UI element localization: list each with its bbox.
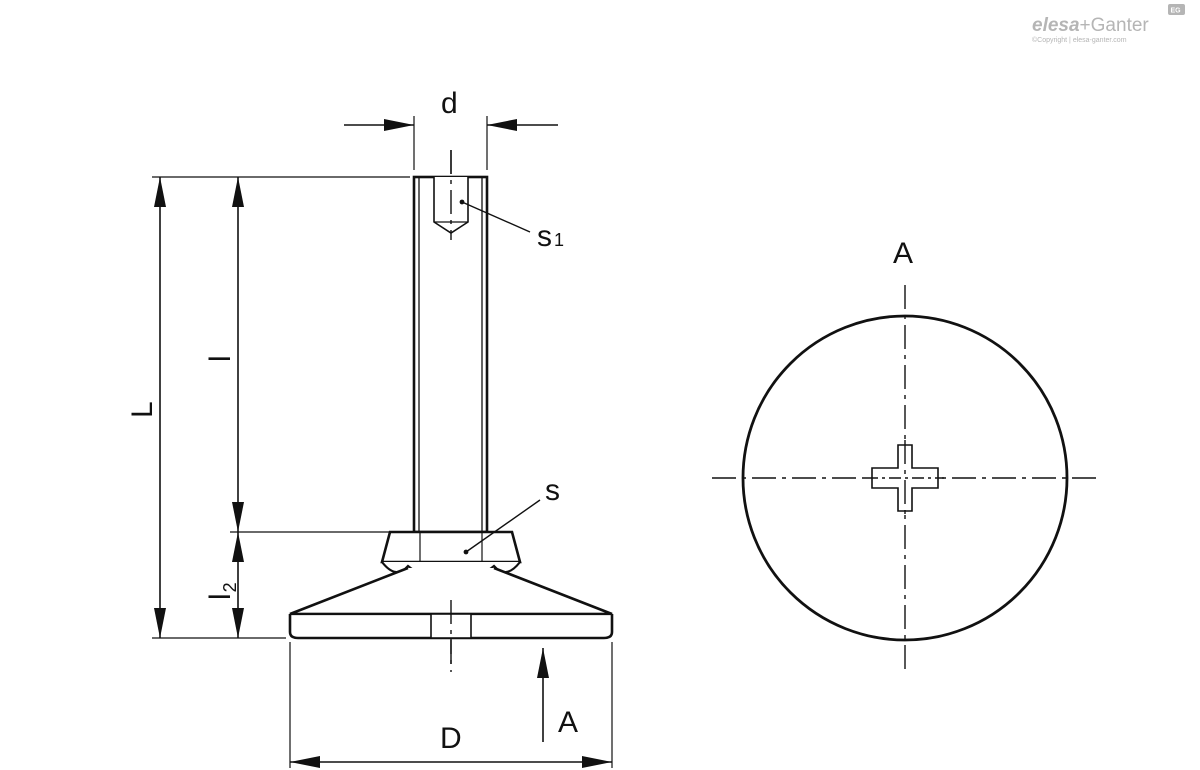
label-top-view-A: A: [893, 237, 913, 270]
logo-brand-separator: +: [1080, 15, 1091, 36]
label-D: D: [440, 722, 462, 755]
label-L: L: [126, 401, 159, 418]
s1-leader: [461, 201, 531, 233]
logo-brand-part2: Ganter: [1091, 15, 1150, 36]
logo-copyright: ©Copyright | elesa-ganter.com: [1032, 36, 1127, 44]
label-l2: l2: [204, 582, 240, 600]
dimensions: [152, 116, 613, 768]
elesa-ganter-logo: elesa+Ganter EG ©Copyright | elesa-gante…: [1032, 4, 1185, 44]
side-view: [288, 150, 614, 672]
label-l: l: [204, 355, 237, 362]
label-l2-main: l: [204, 593, 237, 600]
logo-badge-box: [1168, 4, 1185, 15]
label-d: d: [441, 87, 458, 120]
logo-brand-part1: elesa: [1032, 15, 1080, 36]
s-leader: [465, 499, 541, 553]
logo-badge-text: EG: [1171, 8, 1182, 15]
label-s1-main: s: [537, 220, 552, 253]
label-l2-sub: 2: [220, 582, 240, 592]
hex-nut: [380, 530, 522, 564]
s-leader-dot: [463, 549, 469, 555]
top-view-A: [712, 285, 1100, 672]
label-view-arrow-A: A: [558, 706, 578, 739]
s1-leader-dot: [459, 199, 465, 205]
svg-text:elesa+Ganter: elesa+Ganter: [1032, 15, 1149, 36]
label-s: s: [545, 474, 560, 507]
label-s1-sub: 1: [554, 230, 564, 250]
